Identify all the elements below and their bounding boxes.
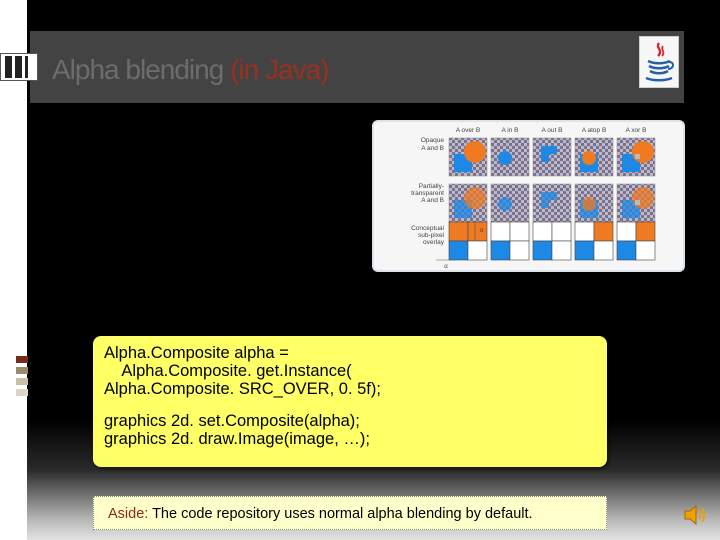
title-highlight: (in Java) [230, 54, 329, 85]
code-line: Alpha.Composite. SRC_OVER, 0. 5f); [104, 380, 381, 398]
shape-a [541, 146, 557, 162]
column-header: A xor B [626, 127, 647, 134]
shape-a [582, 197, 596, 211]
row-label: Opaque [421, 137, 445, 144]
subpixel-cell [635, 240, 656, 261]
row-label: overlay [423, 239, 445, 246]
code-sample-box: Alpha.Composite alpha = Alpha.Composite.… [93, 336, 607, 467]
tile-border [616, 137, 656, 177]
xor-cut [635, 200, 640, 205]
subpixel-cell [574, 221, 595, 242]
subpixel-cell [467, 240, 488, 261]
shape-a [498, 151, 512, 165]
subpixel-cell [490, 240, 511, 261]
subpixel-cell [532, 221, 553, 242]
xor-cut [635, 154, 640, 159]
code-line: graphics 2d. draw.Image(image, …); [104, 430, 370, 448]
tile-border [448, 137, 488, 177]
shape-a [541, 192, 557, 208]
shape-a [582, 151, 596, 165]
alpha-dim-label: α [444, 264, 448, 270]
subpixel-cell [551, 240, 572, 261]
row-label: A and B [421, 197, 444, 204]
checker-tile [533, 138, 571, 176]
title-bars-icon [5, 56, 28, 78]
code-line: Alpha.Composite alpha = [104, 344, 289, 362]
java-logo [639, 36, 679, 88]
tile-border [532, 137, 572, 177]
subpixel-cell [509, 240, 530, 261]
porter-duff-diagram: A over B A in B A out B A atop B A xor B Opaq… [372, 120, 685, 272]
row-label: Partially- [419, 183, 444, 190]
subpixel-cell [593, 240, 614, 261]
column-header: A atop B [582, 127, 607, 134]
subpixel-cell [467, 221, 488, 242]
subpixel-cell [448, 240, 469, 261]
aside-text: The code repository uses normal alpha bl… [148, 506, 533, 522]
title-text: Alpha blending [52, 54, 224, 85]
slide-tick-marks [16, 356, 28, 400]
shape-a [464, 141, 486, 163]
tile-border [574, 137, 614, 177]
row-label: sub-pixel [418, 232, 445, 239]
checker-tile [533, 184, 571, 222]
subpixel-cell [448, 221, 469, 242]
java-cup-icon [645, 42, 674, 82]
column-header: A over B [456, 127, 481, 134]
code-line: graphics 2d. set.Composite(alpha); [104, 412, 360, 430]
subpixel-cell [532, 240, 553, 261]
speaker-icon[interactable] [682, 502, 708, 528]
row-label: transparent [411, 190, 444, 197]
code-line: Alpha.Composite. get.Instance( [104, 362, 352, 380]
row-label: Conceptual [411, 225, 444, 232]
subpixel-cell [490, 221, 511, 242]
subpixel-cell [574, 240, 595, 261]
subpixel-cell [616, 240, 637, 261]
subpixel-cell [635, 221, 656, 242]
slide-title: Alpha blending (in Java) [52, 54, 329, 86]
tile-border [490, 137, 530, 177]
left-accent-bar [0, 0, 27, 540]
column-header: A out B [542, 127, 563, 134]
aside-label: Aside: [108, 506, 149, 522]
aside-note: Aside: The code repository uses normal a… [93, 496, 607, 530]
compositing-operators-figure: A over B A in B A out B A atop B A xor B Opaq… [411, 127, 656, 270]
column-header: A in B [502, 127, 519, 134]
subpixel-cell [616, 221, 637, 242]
subpixel-cell [551, 221, 572, 242]
row-label: A and B [421, 145, 444, 152]
shape-a [632, 141, 654, 163]
subpixel-cell [509, 221, 530, 242]
shape-a [632, 187, 654, 209]
title-bar [30, 31, 684, 103]
title-strip [0, 53, 38, 81]
shape-a [498, 197, 512, 211]
shape-a [464, 187, 486, 209]
subpixel-cell [593, 221, 614, 242]
alpha-dim-label: α [480, 228, 484, 234]
